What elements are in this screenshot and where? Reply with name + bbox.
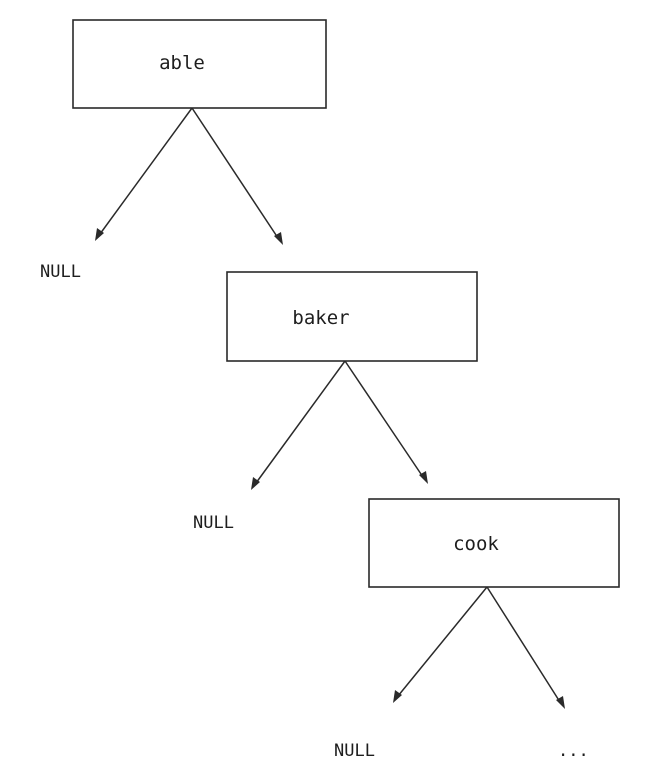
arrowhead-able-right [274,232,283,245]
edge-baker-right [344,360,424,478]
tree-node-able: able [72,19,327,109]
null-label-baker: NULL [193,513,234,533]
node-label-cook: cook [453,533,499,555]
arrowhead-cook-left [393,690,402,703]
tree-node-baker: baker [226,271,478,362]
null-label-able: NULL [40,262,81,282]
tree-node-cook: cook [368,498,620,588]
node-label-baker: baker [292,307,349,329]
node-box-baker [226,271,478,362]
edge-able-right [191,107,279,239]
edge-cook-left [397,586,488,697]
arrowhead-able-left [95,228,104,241]
node-box-cook [368,498,620,588]
arrowhead-cook-right [556,696,565,709]
node-box-able [72,19,327,109]
node-label-able: able [159,52,205,74]
ellipsis-label-cook: ... [558,741,589,761]
edge-baker-left [255,360,346,484]
edge-able-left [99,107,193,235]
null-label-cook: NULL [334,741,375,761]
edge-cook-right [486,586,561,703]
arrowhead-baker-right [419,471,428,484]
arrowhead-baker-left [251,477,260,490]
